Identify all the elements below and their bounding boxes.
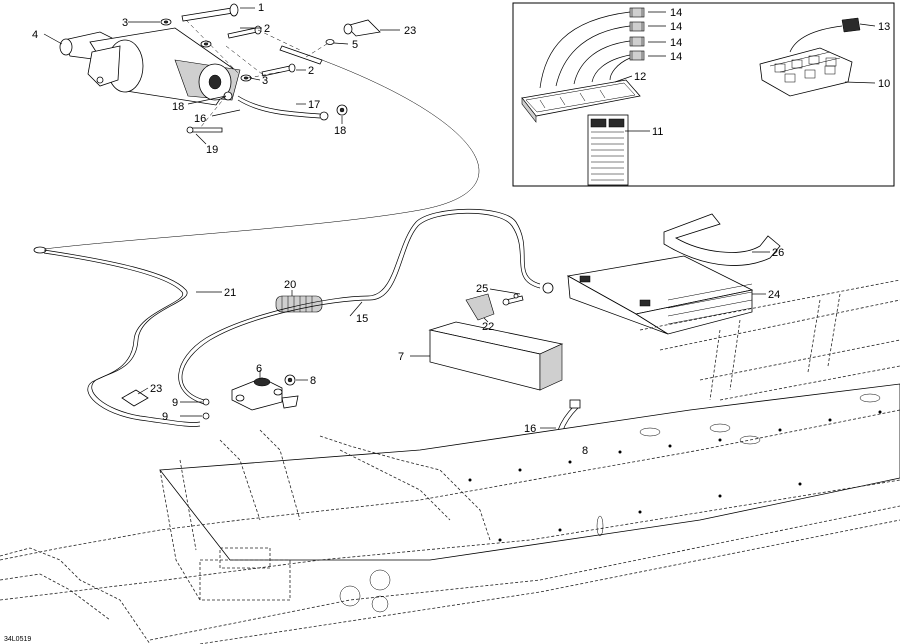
callout-3: 3 — [122, 17, 128, 29]
cable-21 — [33, 246, 222, 427]
callout-14: 14 — [670, 21, 682, 33]
terminal-cover-part — [465, 293, 495, 323]
callout-5: 5 — [352, 39, 358, 51]
fuse-icons — [629, 7, 645, 61]
callout-2: 2 — [264, 23, 270, 35]
callout-17: 17 — [308, 99, 320, 111]
callout-26: 26 — [772, 247, 784, 259]
callout-6: 6 — [256, 363, 262, 375]
battery-strap-part — [663, 213, 781, 266]
callout-1: 1 — [258, 2, 264, 14]
bolt-part — [181, 3, 239, 22]
callout-14: 14 — [670, 37, 682, 49]
fuse-box-inset — [512, 2, 895, 187]
callout-16: 16 — [194, 113, 206, 125]
rubber-boot-part-lower — [121, 387, 149, 407]
callout-15: 15 — [356, 313, 368, 325]
callout-19: 19 — [206, 144, 218, 156]
rubber-boot-part — [343, 19, 381, 37]
callout-16: 16 — [524, 423, 536, 435]
battery-pad-part — [410, 321, 564, 391]
relay-part — [789, 17, 861, 53]
chassis-frame — [0, 279, 900, 644]
callout-8: 8 — [582, 445, 588, 457]
battery-part — [566, 255, 766, 335]
callout-10: 10 — [878, 78, 890, 90]
callout-18: 18 — [334, 125, 346, 137]
callout-4: 4 — [32, 29, 38, 41]
callout-18: 18 — [172, 101, 184, 113]
callout-14: 14 — [670, 51, 682, 63]
callout-9: 9 — [172, 397, 178, 409]
callout-3: 3 — [262, 75, 268, 87]
callout-22: 22 — [482, 321, 494, 333]
callout-2: 2 — [308, 65, 314, 77]
callout-23: 23 — [404, 25, 416, 37]
callout-24: 24 — [768, 289, 780, 301]
callout-8: 8 — [310, 375, 316, 387]
solenoid-part — [180, 370, 308, 420]
fuse-block-base — [759, 47, 853, 97]
callout-7: 7 — [398, 351, 404, 363]
callout-12: 12 — [634, 71, 646, 83]
callout-23: 23 — [150, 383, 162, 395]
starter-leader-lines — [43, 7, 400, 145]
drawing-reference-code: 34L0519 — [4, 636, 31, 643]
fuse-box-cover — [521, 79, 641, 123]
callout-21: 21 — [224, 287, 236, 299]
callout-9: 9 — [162, 411, 168, 423]
starter-assembly — [35, 3, 480, 251]
callout-25: 25 — [476, 283, 488, 295]
cable-15 — [178, 208, 554, 405]
callout-13: 13 — [878, 21, 890, 33]
bolt-25 — [489, 288, 524, 306]
callout-11: 11 — [652, 126, 663, 138]
callout-14: 14 — [670, 7, 682, 19]
fuse-label-sheet — [587, 114, 629, 186]
callout-20: 20 — [284, 279, 296, 291]
callout-labels: 1 2 2 3 3 4 5 23 18 17 16 18 19 14 14 14… — [4, 2, 890, 643]
